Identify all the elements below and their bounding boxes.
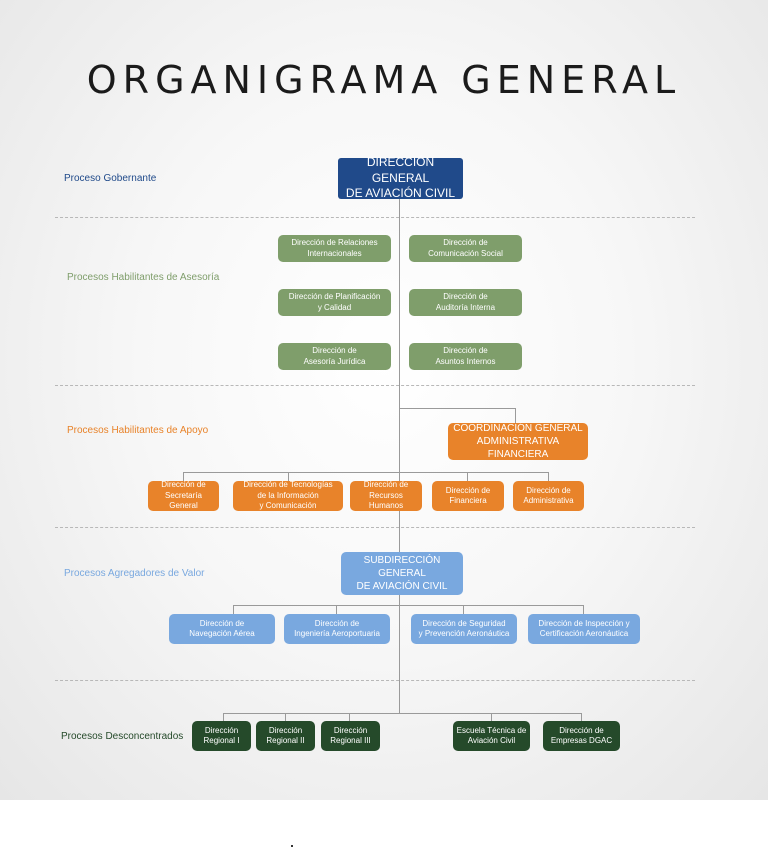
node-direccion-general[interactable]: DIRECCIÓN GENERAL DE AVIACIÓN CIVIL [338, 155, 463, 200]
node-tecnologias-informacion[interactable]: Dirección de Tecnologías de la Informaci… [233, 480, 343, 511]
node-asuntos-internos[interactable]: Dirección de Asuntos Internos [409, 343, 522, 370]
node-asesoria-juridica[interactable]: Dirección de Asesoría Jurídica [278, 343, 391, 370]
connector [223, 713, 582, 714]
node-administrativa[interactable]: Dirección de Administrativa [513, 481, 584, 511]
node-regional-2[interactable]: Dirección Regional II [256, 721, 315, 751]
connector [491, 713, 492, 721]
connector [285, 713, 286, 721]
connector [336, 605, 337, 614]
node-regional-3[interactable]: Dirección Regional III [321, 721, 380, 751]
connector [233, 605, 234, 614]
section-label-valor: Procesos Agregadores de Valor [64, 568, 205, 579]
connector [183, 472, 184, 482]
section-label-asesoria: Procesos Habilitantes de Asesoría [67, 272, 220, 283]
node-secretaria-general[interactable]: Dirección de Secretaría General [148, 480, 219, 511]
node-relaciones-internacionales[interactable]: Dirección de Relaciones Internacionales [278, 235, 391, 262]
section-divider [55, 527, 695, 528]
node-subdireccion-general[interactable]: SUBDIRECCIÓN GENERAL DE AVIACIÓN CIVIL [341, 552, 463, 595]
connector-trunk [399, 198, 400, 714]
connector [349, 713, 350, 721]
dot-mark [291, 845, 293, 847]
node-comunicacion-social[interactable]: Dirección de Comunicación Social [409, 235, 522, 262]
node-escuela-tecnica[interactable]: Escuela Técnica de Aviación Civil [453, 721, 530, 751]
node-seguridad-prevencion[interactable]: Dirección de Seguridad y Prevención Aero… [411, 614, 517, 644]
connector [515, 408, 516, 425]
connector [583, 605, 584, 614]
connector [233, 605, 584, 606]
node-auditoria-interna[interactable]: Dirección de Auditoría Interna [409, 289, 522, 316]
section-label-desconcentrados: Procesos Desconcentrados [61, 731, 184, 742]
section-divider [55, 217, 695, 218]
connector [548, 472, 549, 482]
section-divider [55, 385, 695, 386]
node-financiera[interactable]: Dirección de Financiera [432, 481, 504, 511]
section-divider [55, 680, 695, 681]
connector [288, 472, 289, 482]
connector [581, 713, 582, 721]
node-recursos-humanos[interactable]: Dirección de Recursos Humanos [350, 480, 422, 511]
section-label-gobernante: Proceso Gobernante [64, 173, 157, 184]
connector [467, 472, 468, 482]
section-label-apoyo: Procesos Habilitantes de Apoyo [67, 425, 209, 436]
connector [183, 472, 549, 473]
page-title: ORGANIGRAMA GENERAL [86, 58, 682, 102]
org-chart: ORGANIGRAMA GENERAL Proceso Gobernante P… [0, 0, 768, 800]
node-navegacion-aerea[interactable]: Dirección de Navegación Aérea [169, 614, 275, 644]
connector [223, 713, 224, 721]
node-ingenieria-aeroportuaria[interactable]: Dirección de Ingeniería Aeroportuaria [284, 614, 390, 644]
node-inspeccion-certificacion[interactable]: Dirección de Inspección y Certificación … [528, 614, 640, 644]
node-regional-1[interactable]: Dirección Regional I [192, 721, 251, 751]
node-coordinacion-general[interactable]: COORDINACIÓN GENERAL ADMINISTRATIVA FINA… [448, 423, 588, 460]
connector [463, 605, 464, 614]
connector [399, 408, 516, 409]
node-empresas-dgac[interactable]: Dirección de Empresas DGAC [543, 721, 620, 751]
node-planificacion-calidad[interactable]: Dirección de Planificación y Calidad [278, 289, 391, 316]
